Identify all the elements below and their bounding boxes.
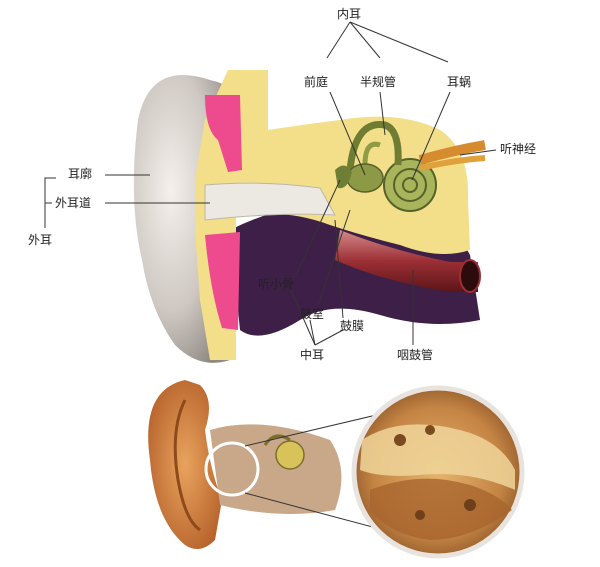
ear-canal	[204, 182, 336, 221]
label-eardrum: 鼓膜	[340, 319, 364, 333]
label-auricle: 耳廓	[68, 166, 92, 181]
label-tympanic-cavity: 鼓室	[300, 306, 324, 321]
label-outer-ear: 外耳	[28, 233, 52, 247]
label-inner-ear: 内耳	[337, 7, 361, 21]
inner-ear-structures	[346, 121, 486, 212]
label-ossicles: 听小骨	[258, 277, 294, 291]
cartilage-bottom	[205, 232, 240, 330]
label-cochlea: 耳蜗	[447, 74, 471, 89]
main-ear-illustration	[133, 70, 486, 363]
label-middle-ear: 中耳	[300, 347, 324, 362]
label-auditory-nerve: 听神经	[500, 142, 536, 156]
leader-lines	[44, 21, 497, 346]
eustachian-tube-shape	[335, 230, 478, 292]
label-external-canal: 外耳道	[55, 196, 91, 210]
label-eustachian-tube: 咽鼓管	[397, 347, 433, 362]
label-vestibule: 前庭	[304, 74, 328, 89]
small-ear-shape	[148, 380, 222, 549]
cartilage-top	[205, 95, 242, 172]
label-semicircular-canals: 半规管	[360, 74, 396, 89]
highlight-circle	[204, 441, 260, 497]
bottom-illustration	[148, 380, 525, 559]
labels: 内耳 前庭 半规管 耳蜗 听神经 耳廓 外耳道 外耳 听小骨 鼓室 鼓膜 中耳 …	[28, 7, 536, 362]
